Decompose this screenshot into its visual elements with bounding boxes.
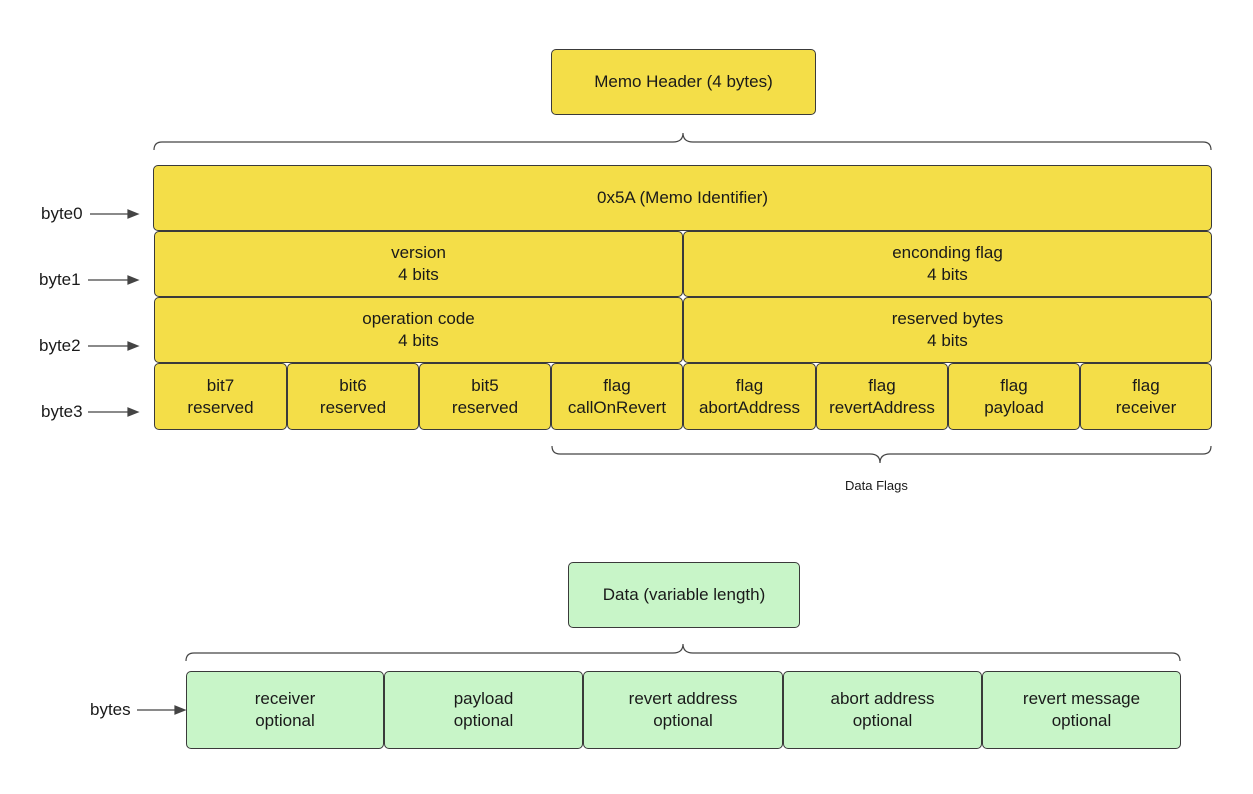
- bit6-cell: bit6 reserved: [287, 363, 419, 430]
- flag-receiver-cell: flag receiver: [1080, 363, 1212, 430]
- byte1-label: byte1: [39, 270, 81, 289]
- flag-call-on-revert-cell: flag callOnRevert: [551, 363, 683, 430]
- abort-address-cell: abort address optional: [783, 671, 982, 749]
- flag-revert-address-cell: flag revertAddress: [816, 363, 948, 430]
- bit7-cell: bit7 reserved: [154, 363, 287, 430]
- version-cell: version 4 bits: [154, 231, 683, 297]
- data-flags-label: Data Flags: [845, 478, 908, 493]
- memo-header-title: Memo Header (4 bytes): [551, 49, 816, 115]
- encoding-flag-cell: enconding flag 4 bits: [683, 231, 1212, 297]
- bytes-label: bytes: [90, 700, 131, 719]
- receiver-cell: receiver optional: [186, 671, 384, 749]
- revert-address-cell: revert address optional: [583, 671, 783, 749]
- bit5-cell: bit5 reserved: [419, 363, 551, 430]
- payload-cell: payload optional: [384, 671, 583, 749]
- operation-code-cell: operation code 4 bits: [154, 297, 683, 363]
- header-brace: [153, 132, 1212, 151]
- memo-identifier-cell: 0x5A (Memo Identifier): [153, 165, 1212, 231]
- byte3-label: byte3: [41, 402, 83, 421]
- flag-payload-cell: flag payload: [948, 363, 1080, 430]
- data-title: Data (variable length): [568, 562, 800, 628]
- data-flags-brace: [551, 445, 1212, 464]
- byte0-label: byte0: [41, 204, 83, 223]
- data-brace: [185, 643, 1181, 662]
- flag-abort-address-cell: flag abortAddress: [683, 363, 816, 430]
- revert-message-cell: revert message optional: [982, 671, 1181, 749]
- byte2-label: byte2: [39, 336, 81, 355]
- reserved-bytes-cell: reserved bytes 4 bits: [683, 297, 1212, 363]
